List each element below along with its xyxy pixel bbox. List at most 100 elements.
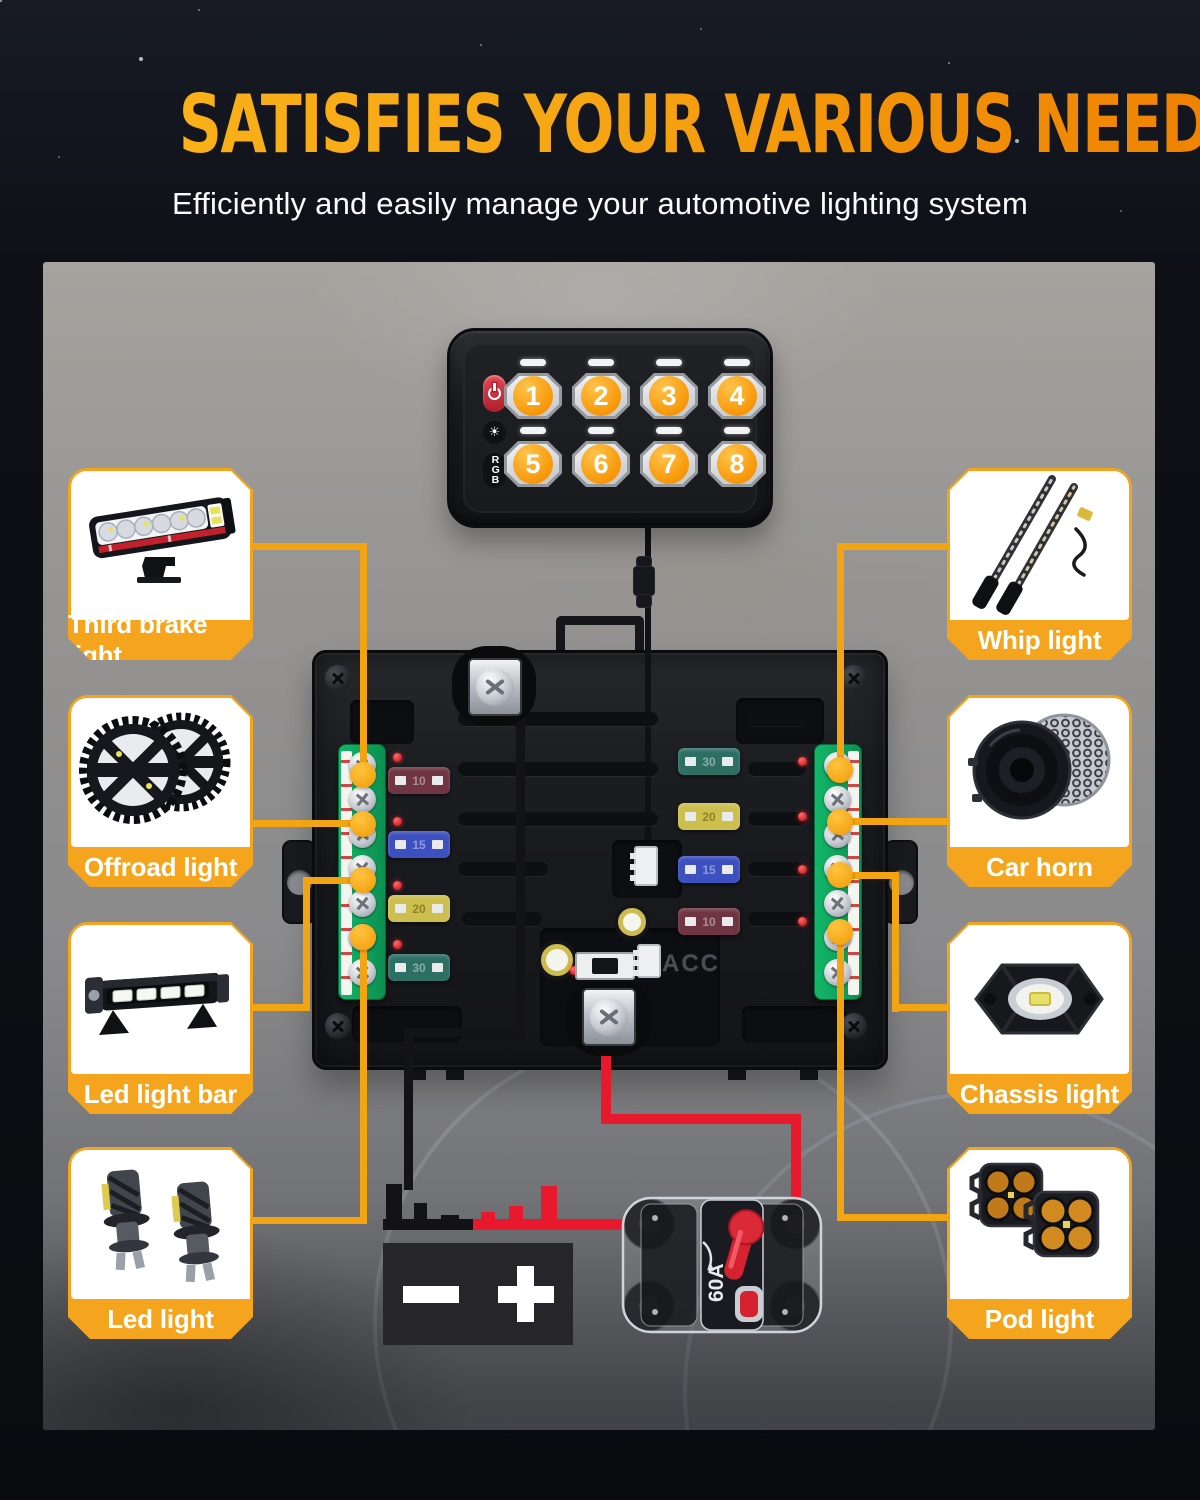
switch-button-7: 7 (640, 441, 698, 487)
connector-line (360, 930, 367, 1224)
device-box-chassis-light: Chassis light (947, 922, 1132, 1114)
pod-light-image (950, 1150, 1129, 1299)
cable-connector (636, 594, 652, 608)
cable-connector (633, 566, 655, 596)
corner-screw-icon (841, 665, 867, 691)
box-slot (462, 912, 542, 926)
power-icon (488, 383, 501, 400)
connector-line (837, 543, 844, 777)
connector-line (837, 925, 844, 1221)
terminal-screw-icon (590, 998, 628, 1036)
connector-line (892, 1004, 950, 1011)
connection-dot (350, 811, 376, 837)
device-box-pod-light: Pod light (947, 1147, 1132, 1339)
connector-line (250, 543, 365, 550)
box-slot (458, 812, 658, 826)
device-box-led-light: Led light (68, 1147, 253, 1339)
box-recess (742, 1006, 846, 1042)
fuse-led (393, 940, 402, 949)
led-indicator (656, 359, 682, 366)
switch-button-5: 5 (504, 441, 562, 487)
battery-positive-wire (601, 1022, 611, 1124)
offroad-light-image (71, 698, 250, 847)
box-tab (800, 1068, 818, 1080)
connector-line (250, 820, 367, 827)
device-label: Chassis light (959, 1078, 1120, 1109)
battery (383, 1243, 573, 1345)
fuse-10a: 10 (678, 908, 740, 935)
rgb-button: RGB (483, 451, 506, 488)
fuse-15a: 15 (678, 856, 740, 883)
switch-button-2: 2 (572, 373, 630, 419)
led-indicator (724, 359, 750, 366)
brightness-button: ☀ (483, 419, 506, 444)
acc-switch (575, 952, 635, 980)
fuse-10a: 10 (388, 767, 450, 794)
fuse-30a: 30 (388, 954, 450, 981)
device-label: Pod light (984, 1303, 1095, 1334)
connector-line (837, 1214, 950, 1221)
wire-connector (630, 846, 658, 886)
corner-screw-icon (841, 1013, 867, 1039)
third-brake-light-image (71, 471, 250, 620)
connection-dot (350, 762, 376, 788)
fuse-20a: 20 (678, 803, 740, 830)
box-tab (446, 1068, 464, 1080)
terminal-screw-icon (824, 890, 851, 917)
led-indicator (724, 427, 750, 434)
brightness-icon: ☀ (488, 423, 501, 439)
breaker-rating: 60A (705, 1263, 728, 1302)
acc-label: ACC (662, 950, 720, 977)
connection-dot (827, 919, 853, 945)
led-indicator (588, 359, 614, 366)
device-box-car-horn: Car horn (947, 695, 1132, 887)
battery-bus-bar-negative (383, 1219, 473, 1230)
connection-dot (827, 757, 853, 783)
terminal-screw-icon (476, 668, 514, 706)
terminal-label-strip (341, 751, 352, 995)
capacitor-icon (541, 944, 573, 976)
power-terminal (582, 988, 636, 1046)
fuse-led (393, 817, 402, 826)
fuse-led (393, 753, 402, 762)
fuse-led (798, 865, 807, 874)
connector-line (840, 543, 950, 550)
battery-bus-bar-positive (473, 1219, 641, 1230)
ground-terminal (468, 658, 522, 716)
connector-line (303, 877, 310, 1011)
box-slot (748, 912, 806, 926)
connector-line (892, 872, 899, 1012)
chassis-light-image (950, 925, 1129, 1074)
device-label: Car horn (986, 851, 1093, 882)
box-slot (748, 762, 806, 776)
box-slot (458, 862, 548, 876)
corner-screw-icon (325, 1013, 351, 1039)
device-box-offroad-light: Offroad light (68, 695, 253, 887)
battery-negative-wire (404, 1028, 413, 1190)
switch-panel: ☀ RGB 1 2 3 4 5 6 7 8 (447, 328, 773, 528)
page-title: SATISFIES YOUR VARIOUS NEEDS (179, 78, 1200, 171)
connection-dot (350, 924, 376, 950)
power-button (483, 375, 506, 412)
led-light-image (71, 1150, 250, 1299)
page-subtitle: Efficiently and easily manage your autom… (172, 186, 1028, 221)
terminal-screw-icon (824, 786, 851, 813)
fuse-20a: 20 (388, 895, 450, 922)
connector-line (250, 1004, 310, 1011)
led-indicator (656, 427, 682, 434)
battery-positive-symbol (497, 1266, 554, 1322)
led-indicator (588, 427, 614, 434)
box-slot (458, 762, 658, 776)
battery-negative-post (386, 1184, 402, 1230)
connector-line (837, 872, 899, 879)
fuse-led (393, 881, 402, 890)
battery-positive-wire (791, 1114, 801, 1236)
acc-switch-knob (592, 958, 618, 974)
led-indicator (520, 359, 546, 366)
box-tab (728, 1068, 746, 1080)
fuse-led (798, 757, 807, 766)
fuse-30a: 30 (678, 748, 740, 775)
panel-cable (645, 528, 651, 852)
fuse-led (798, 812, 807, 821)
fuse-15a: 15 (388, 831, 450, 858)
